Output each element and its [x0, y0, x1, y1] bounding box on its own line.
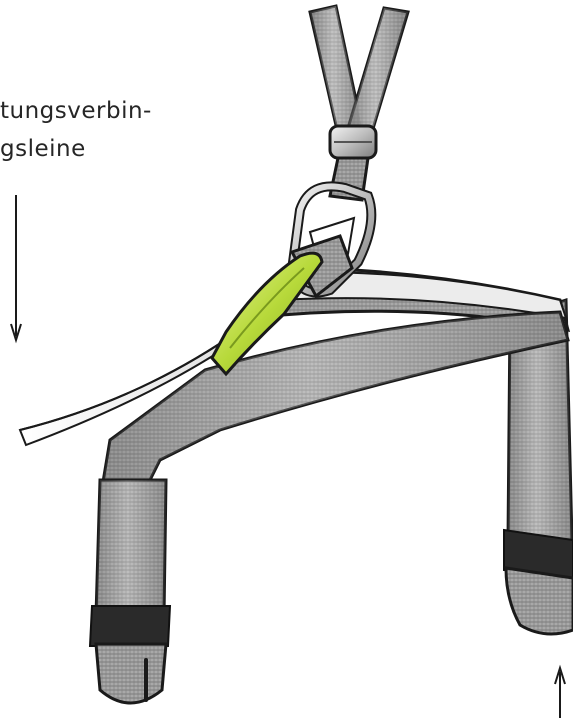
arrow-up-icon [555, 668, 565, 718]
slider-bead [330, 126, 376, 158]
left-leg-strap [90, 312, 568, 703]
arrow-down-icon [11, 195, 21, 340]
left-rubber-band [90, 606, 170, 646]
top-riser-straps [310, 6, 408, 134]
